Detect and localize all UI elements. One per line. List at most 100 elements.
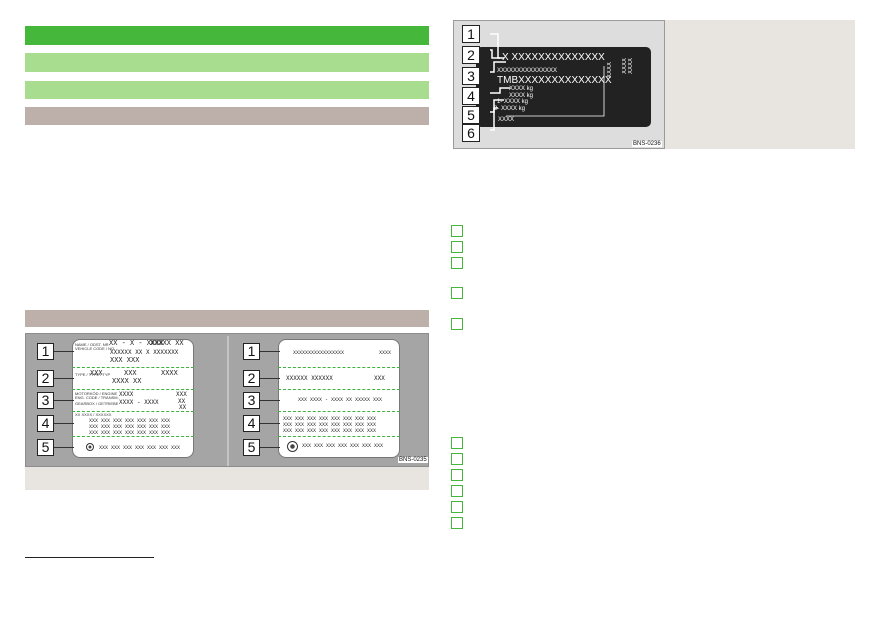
callout-2: 2 bbox=[462, 46, 480, 64]
callout-2: 2 bbox=[37, 370, 54, 387]
label-text: XXXX - XXXX bbox=[119, 399, 159, 406]
callout-3: 3 bbox=[243, 392, 260, 409]
label-text: GEARBOX / GETRIEBE bbox=[75, 401, 119, 406]
label-text: XXX XXX XXX XXX XXX XXX XXX bbox=[89, 430, 171, 436]
data-label-left bbox=[72, 339, 194, 458]
label-text: XXX XXX XXX XXX XXX XXX XXX XXX bbox=[283, 428, 377, 434]
label-text: XXX XXX XXX XXX XXX XXX XXX bbox=[302, 443, 384, 449]
label-text: XX bbox=[179, 404, 187, 411]
label-text: XXXX bbox=[379, 350, 392, 356]
divider-line bbox=[72, 411, 194, 412]
divider-line bbox=[278, 367, 400, 368]
divider-line bbox=[278, 411, 400, 412]
label-text: XXX bbox=[374, 375, 385, 382]
figure-caption-box bbox=[25, 467, 429, 490]
label-text: XXX XXX bbox=[110, 357, 140, 365]
label-text: XXXX XX bbox=[112, 378, 142, 386]
label-text: XXX XXX XXX XXX XXX XXX XXX bbox=[89, 418, 171, 424]
label-text: VEHICLE CODE / NO. bbox=[75, 346, 116, 351]
label-text: XXX XXX XXX XXX XXX XXX XXX XXX bbox=[283, 422, 377, 428]
label-text: XXX bbox=[176, 391, 187, 398]
label-text: XXXXXX XX X XXXXXXX bbox=[110, 349, 179, 356]
leader-line bbox=[54, 423, 74, 424]
label-text: NAME / ODST. NR. bbox=[75, 342, 110, 347]
callout-4: 4 bbox=[243, 415, 260, 432]
label-text: ENG. CODE / TRANSM. bbox=[75, 395, 119, 400]
checkbox[interactable] bbox=[451, 437, 463, 449]
checkbox[interactable] bbox=[451, 257, 463, 269]
label-text: XXX XXXX - XXXX XX XXXXX XXX bbox=[298, 397, 383, 403]
label-text: XXXXXXXXXXXXXXXXX bbox=[293, 350, 345, 356]
label-text: XX bbox=[178, 398, 186, 405]
plate-text: XXXXXXXXXXXXXXX bbox=[497, 68, 558, 74]
checkbox[interactable] bbox=[451, 318, 463, 330]
label-text: XXXXX XX bbox=[150, 340, 184, 348]
data-label-right bbox=[278, 339, 400, 458]
side-note-panel bbox=[665, 20, 855, 149]
leader-line bbox=[260, 447, 280, 448]
plate-text: XXXX kg bbox=[509, 93, 534, 99]
plate-text: XXXX kg bbox=[509, 86, 534, 92]
checkbox[interactable] bbox=[451, 501, 463, 513]
callout-4: 4 bbox=[37, 415, 54, 432]
leader-line bbox=[260, 351, 280, 352]
logo-seal-icon bbox=[287, 441, 298, 452]
checkbox[interactable] bbox=[451, 485, 463, 497]
plate-text: XXXX bbox=[498, 117, 515, 123]
plate-text: TMBXXXXXXXXXXXXXX bbox=[497, 75, 612, 86]
callout-1: 1 bbox=[462, 25, 480, 43]
type-plate bbox=[476, 47, 651, 127]
label-text: XX XXXX / XXXXXX bbox=[75, 412, 112, 417]
checkbox[interactable] bbox=[451, 287, 463, 299]
subsection-bar-2 bbox=[25, 81, 429, 99]
divider-line bbox=[278, 389, 400, 390]
label-text: XXX bbox=[124, 370, 137, 378]
checkbox[interactable] bbox=[451, 225, 463, 237]
label-text: XXXXXX XXXXXX bbox=[286, 375, 333, 382]
plate-text: 2- XXXX kg bbox=[494, 106, 526, 112]
label-text: MOTORKÓD / ENGINE bbox=[75, 391, 118, 396]
divider-line bbox=[278, 436, 400, 437]
label-text: XX - X - XXXX bbox=[109, 340, 164, 348]
label-text: XXXX bbox=[161, 370, 178, 378]
label-text: XXX XXX XXX XXX XXX XXX XXX bbox=[99, 445, 181, 451]
plate-text: XXXX bbox=[628, 58, 634, 75]
leader-line bbox=[260, 400, 280, 401]
callout-5: 5 bbox=[243, 439, 260, 456]
leader-line bbox=[260, 423, 280, 424]
leader-lines bbox=[490, 33, 605, 131]
leader-line bbox=[54, 447, 74, 448]
plate-text: 1- XXXX kg bbox=[497, 99, 529, 105]
section-title-bar bbox=[25, 26, 429, 45]
logo-seal-icon bbox=[86, 443, 94, 451]
label-text: XXXX bbox=[119, 391, 134, 398]
checkbox[interactable] bbox=[451, 517, 463, 529]
callout-3: 3 bbox=[37, 392, 54, 409]
label-text: XXX XXX XXX XXX XXX XXX XXX bbox=[89, 424, 171, 430]
checkbox[interactable] bbox=[451, 453, 463, 465]
leader-line bbox=[54, 400, 74, 401]
leader-line bbox=[260, 378, 280, 379]
callout-4: 4 bbox=[462, 87, 480, 105]
callout-3: 3 bbox=[462, 67, 480, 85]
label-text: XXX bbox=[90, 370, 103, 378]
callout-5: 5 bbox=[462, 106, 480, 124]
checkbox[interactable] bbox=[451, 241, 463, 253]
figure-code: BNS-0236 bbox=[632, 141, 662, 147]
leader-line bbox=[54, 378, 74, 379]
divider-line bbox=[72, 436, 194, 437]
callout-2: 2 bbox=[243, 370, 260, 387]
divider-line bbox=[72, 367, 194, 368]
subsection-bar-1 bbox=[25, 53, 429, 72]
callout-1: 1 bbox=[243, 343, 260, 360]
label-text: TYPE / TYPE / TYP bbox=[75, 372, 111, 377]
figure-divider bbox=[227, 336, 229, 466]
heading-bar-1 bbox=[25, 107, 429, 125]
callout-6: 6 bbox=[462, 124, 480, 142]
callout-5: 5 bbox=[37, 439, 54, 456]
callout-1: 1 bbox=[37, 343, 54, 360]
figure-code: BNS-0235 bbox=[398, 457, 428, 463]
checkbox[interactable] bbox=[451, 469, 463, 481]
footnote-rule bbox=[25, 557, 154, 558]
leader-line bbox=[54, 351, 74, 352]
